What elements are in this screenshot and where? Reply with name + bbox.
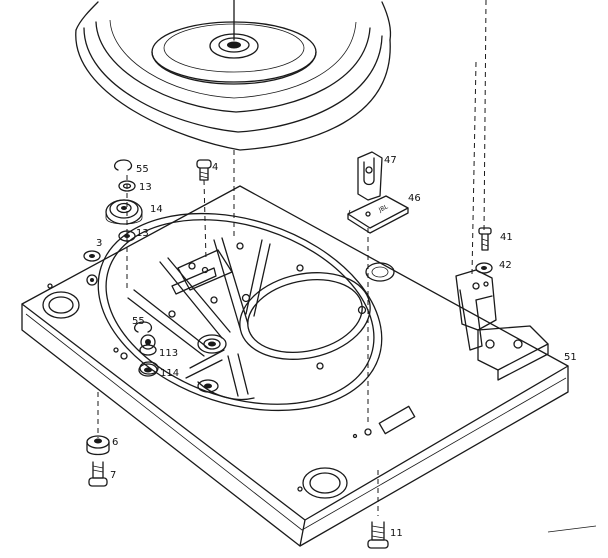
part-14-pulley xyxy=(105,199,143,225)
part-13-washer-top xyxy=(118,180,136,192)
callout-47: 47 xyxy=(384,155,397,166)
part-3-grommet xyxy=(83,250,101,262)
leader-lines xyxy=(347,209,597,533)
part-46-plate: JBL xyxy=(347,195,409,234)
callout-13-mid: 13 xyxy=(136,228,149,239)
part-55-clip-top xyxy=(113,159,133,171)
part-11-screw xyxy=(367,521,389,549)
part-42-washer xyxy=(475,262,493,274)
part-6-nut xyxy=(86,435,110,456)
part-41-screw xyxy=(478,227,492,251)
chassis-base xyxy=(21,185,569,547)
callout-42: 42 xyxy=(499,260,512,271)
rear-right-foot xyxy=(365,262,395,282)
callout-11: 11 xyxy=(390,528,403,539)
part-7-bolt xyxy=(88,461,108,487)
callout-4: 4 xyxy=(212,162,218,173)
callout-46: 46 xyxy=(408,193,421,204)
platter-well xyxy=(97,212,383,412)
part-47-bracket xyxy=(357,151,383,201)
callout-114: 114 xyxy=(160,368,179,379)
callout-labels: 55 13 4 14 13 3 47 46 41 42 55 113 114 5… xyxy=(96,155,577,539)
svg-text:JBL: JBL xyxy=(377,203,390,214)
callout-3: 3 xyxy=(96,238,102,249)
callout-55-lower: 55 xyxy=(132,316,145,327)
callout-13-top: 13 xyxy=(139,182,152,193)
platter xyxy=(75,0,392,151)
part-13-washer-mid xyxy=(118,230,136,242)
part-51-tonearm-mount xyxy=(455,269,549,381)
callout-14: 14 xyxy=(150,204,163,215)
callout-6: 6 xyxy=(112,437,118,448)
callout-41: 41 xyxy=(500,232,513,243)
assembly-guides xyxy=(97,0,487,516)
callout-7: 7 xyxy=(110,470,116,481)
part-55-clip-lower xyxy=(133,321,153,333)
part-4-screw xyxy=(196,159,212,181)
front-right-foot xyxy=(302,467,348,499)
front-left-foot xyxy=(42,291,80,319)
part-114-bushing xyxy=(138,363,158,377)
callout-55-top: 55 xyxy=(136,164,149,175)
part-113-washer xyxy=(139,344,157,356)
callout-113: 113 xyxy=(159,348,178,359)
callout-51: 51 xyxy=(564,352,577,363)
